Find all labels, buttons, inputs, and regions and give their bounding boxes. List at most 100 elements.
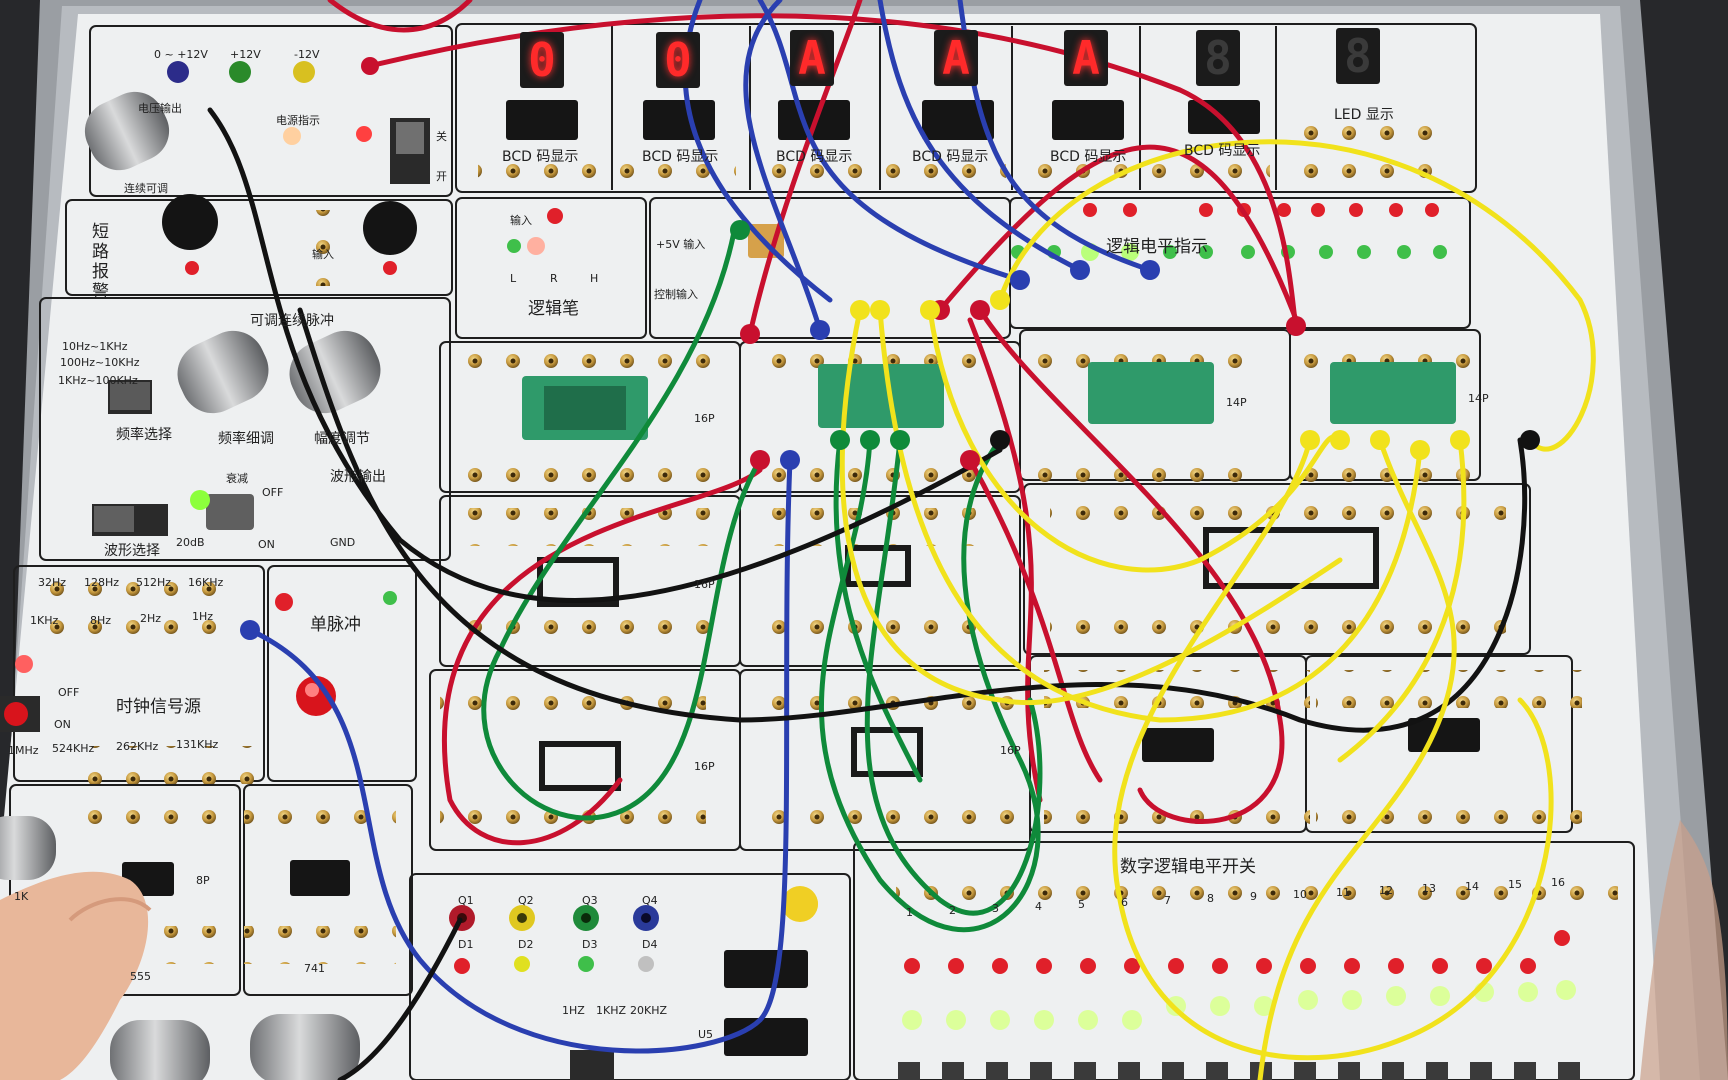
- seven-segment-display-3: A: [790, 30, 834, 86]
- freq-select-switch[interactable]: [108, 380, 152, 414]
- attenuation-on-label: ON: [258, 538, 275, 551]
- power-switch[interactable]: [390, 118, 430, 184]
- clock-switch[interactable]: [0, 696, 40, 732]
- logic-switch-number: 15: [1508, 878, 1522, 891]
- logic-switch-number: 3: [992, 902, 999, 915]
- logic-switch-number: 1: [906, 906, 913, 919]
- logic-pen-input-label: 输入: [510, 214, 532, 227]
- switch-on-label: 开: [436, 170, 447, 183]
- wave-select-switch[interactable]: [92, 504, 168, 536]
- logic-level-switch[interactable]: [942, 1058, 966, 1080]
- clock-freq-131khz: 131KHz: [176, 738, 219, 751]
- logic-level-switch[interactable]: [1558, 1058, 1582, 1080]
- d2-label: D2: [518, 938, 534, 951]
- clock-freq-1khz: 1KHz: [30, 614, 59, 627]
- logic-switch-number: 8: [1207, 892, 1214, 905]
- bcd-label-2: BCD 码显示: [642, 149, 719, 165]
- logic-level-switch[interactable]: [1338, 1058, 1362, 1080]
- clock-freq-512hz: 512Hz: [136, 576, 172, 589]
- logic-switch-number: 9: [1250, 890, 1257, 903]
- led-label: LED 显示: [1334, 107, 1394, 123]
- freq-fine-knob[interactable]: [178, 336, 268, 408]
- ic-555-label: 555: [130, 970, 151, 983]
- socket-14p-label-1: 14P: [1226, 396, 1247, 409]
- bcd-label-3: BCD 码显示: [776, 149, 853, 165]
- clock-freq-8hz: 8Hz: [90, 614, 112, 627]
- logic-switch-number: 7: [1164, 894, 1171, 907]
- logic-level-indicator-title: 逻辑电平指示: [1106, 237, 1208, 257]
- single-pulse-button[interactable]: [294, 674, 338, 718]
- power-plus12v-label: +12V: [230, 48, 261, 61]
- seven-segment-display-4: A: [934, 30, 978, 86]
- q4-label: Q4: [642, 894, 658, 907]
- logic-switch-number: 6: [1121, 896, 1128, 909]
- logic-level-switch[interactable]: [1250, 1058, 1274, 1080]
- logic-level-switch[interactable]: [1382, 1058, 1406, 1080]
- socket-16p-label-2: 16P: [694, 578, 715, 591]
- logic-level-switch[interactable]: [1206, 1058, 1230, 1080]
- logic-switch-number: 11: [1336, 886, 1350, 899]
- freq-fine-label: 频率细调: [218, 431, 274, 447]
- seven-segment-display-1: 0: [520, 32, 564, 88]
- bcd-label-1: BCD 码显示: [502, 149, 579, 165]
- power-indicator-label: 电源指示: [276, 114, 320, 127]
- logic-pen-title: 逻辑笔: [528, 299, 579, 319]
- wave-select-label: 波形选择: [104, 543, 160, 559]
- clock-freq-262khz: 262KHz: [116, 740, 159, 753]
- power-minus12v-label: -12V: [294, 48, 320, 61]
- single-pulse-title: 单脉冲: [310, 615, 361, 635]
- socket-14p-label-2: 14P: [1468, 392, 1489, 405]
- logic-pen-h-label: H: [590, 272, 599, 285]
- voltage-adjust-knob[interactable]: [86, 96, 168, 166]
- logic-switch-number: 4: [1035, 900, 1042, 913]
- logic-level-switch[interactable]: [898, 1058, 922, 1080]
- relay-control-input-label: 控制输入: [654, 288, 698, 301]
- yellow-push-button[interactable]: [782, 886, 818, 922]
- attenuation-db-label: 20dB: [176, 536, 205, 549]
- continuous-adjust-label: 连续可调: [124, 182, 168, 195]
- amplitude-knob[interactable]: [290, 336, 380, 408]
- clock-freq-32hz: 32Hz: [38, 576, 67, 589]
- logic-switch-number: 12: [1379, 884, 1393, 897]
- clock-on-label: ON: [54, 718, 71, 731]
- logic-level-switch[interactable]: [1118, 1058, 1142, 1080]
- freq-select-slide-switch[interactable]: [570, 1050, 614, 1080]
- logic-pen-l-label: L: [510, 272, 517, 285]
- d4-label: D4: [642, 938, 658, 951]
- clock-freq-524khz: 524KHz: [52, 742, 95, 755]
- logic-switch-number: 5: [1078, 898, 1085, 911]
- freq-select-label: 频率选择: [116, 427, 172, 443]
- attenuation-label: 衰减: [226, 472, 248, 485]
- power-adjustable-label: 0 ~ +12V: [154, 48, 208, 61]
- seven-segment-display-6: 8: [1196, 30, 1240, 86]
- socket-16p-label-3: 16P: [694, 760, 715, 773]
- attenuation-off-label: OFF: [262, 486, 284, 499]
- q3-label: Q3: [582, 894, 598, 907]
- seven-segment-display-5: A: [1064, 30, 1108, 86]
- logic-level-switch[interactable]: [1030, 1058, 1054, 1080]
- logic-level-switch[interactable]: [1294, 1058, 1318, 1080]
- d1-label: D1: [458, 938, 474, 951]
- clock-freq-2hz: 2Hz: [140, 612, 162, 625]
- freq-1khz-label: 1KHZ: [596, 1004, 627, 1017]
- logic-switches-title: 数字逻辑电平开关: [1120, 857, 1256, 877]
- switch-off-label: 关: [436, 130, 447, 143]
- logic-level-switch[interactable]: [1074, 1058, 1098, 1080]
- clock-source-title: 时钟信号源: [116, 697, 201, 717]
- logic-level-switch[interactable]: [1162, 1058, 1186, 1080]
- clock-freq-16khz: 16KHz: [188, 576, 224, 589]
- relay-5v-input-label: +5V 输入: [656, 238, 706, 251]
- ic-741-label: 741: [304, 962, 325, 975]
- bcd-label-6: BCD 码显示: [1184, 143, 1261, 159]
- logic-level-switch[interactable]: [1514, 1058, 1538, 1080]
- q2-label: Q2: [518, 894, 534, 907]
- logic-switch-number: 14: [1465, 880, 1479, 893]
- socket-16p-label-4: 16P: [1000, 744, 1021, 757]
- clock-freq-128hz: 128Hz: [84, 576, 120, 589]
- logic-level-switch[interactable]: [1470, 1058, 1494, 1080]
- logic-level-switch[interactable]: [986, 1058, 1010, 1080]
- freq-range-3: 1KHz~100KHz: [58, 374, 138, 387]
- knob-1k-label: 1K: [14, 890, 29, 903]
- logic-level-switch[interactable]: [1426, 1058, 1450, 1080]
